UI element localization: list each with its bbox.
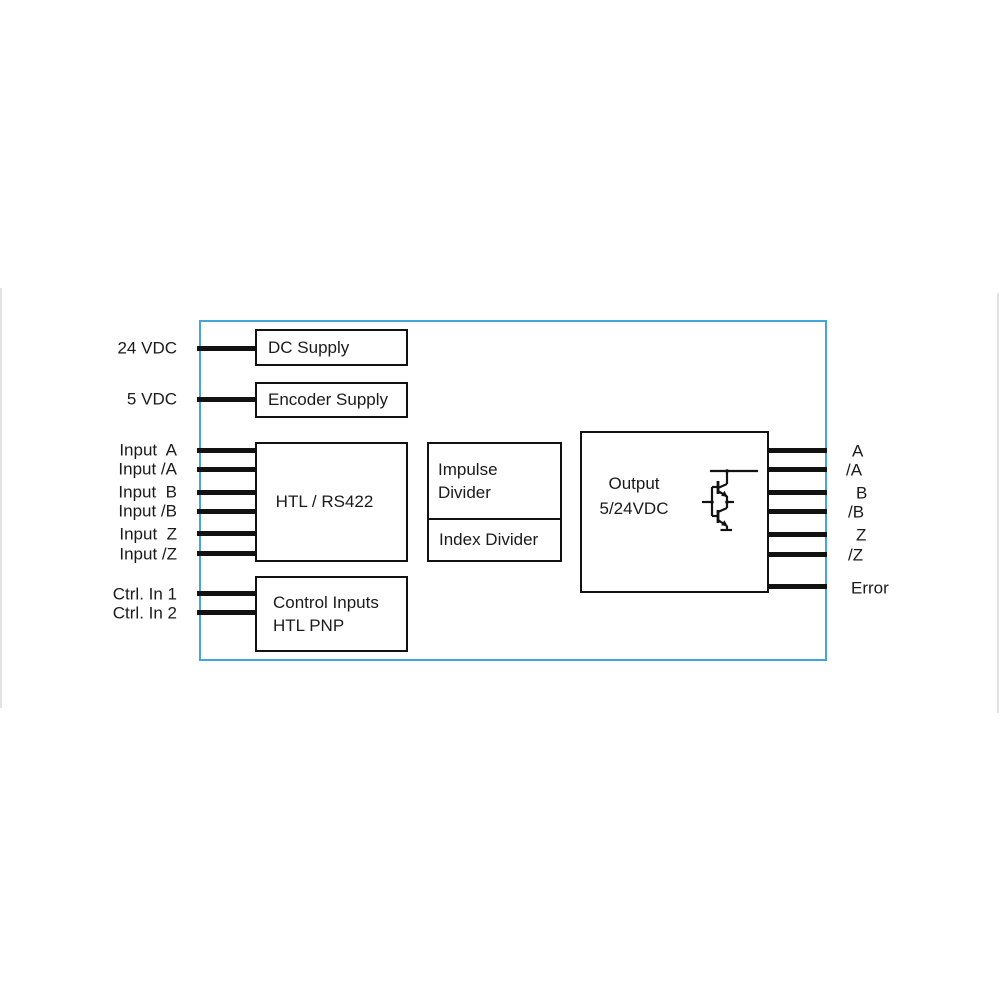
image-edge-artifact-left [0,288,2,708]
wire-input-not-z [197,551,255,556]
output-stage-label-line1: Output [608,474,660,493]
pin-label-input-a: Input A [119,440,177,460]
dc-supply-label: DC Supply [268,337,350,357]
output-stage-block [580,431,769,593]
pin-label-input-b: Input B [118,482,177,502]
pin-label-input-z: Input Z [119,524,177,544]
wire-out-not-z [769,552,827,557]
pin-label-error: Error [851,578,889,598]
pin-label-ctrl-in-1: Ctrl. In 1 [112,584,177,604]
wire-out-not-b [769,509,827,514]
pin-label-out-b: B [856,483,868,503]
dc-supply-block: DC Supply [255,329,408,366]
wire-out-z [769,532,827,537]
control-inputs-label-line2: HTL PNP [273,616,345,635]
control-inputs-label-line1: Control Inputs [273,593,379,612]
image-edge-artifact-right [997,293,999,713]
wire-ctrl-in-2 [197,610,255,615]
pin-label-out-a: A [852,441,864,461]
wire-out-a [769,448,827,453]
pin-label-ctrl-in-2: Ctrl. In 2 [112,603,177,623]
wire-input-b [197,490,255,495]
signal-converter-label: HTL / RS422 [275,492,374,511]
pin-label-24vdc: 24 VDC [117,338,177,358]
encoder-supply-block: Encoder Supply [255,382,408,418]
pin-label-out-not-b: /B [848,502,865,522]
pin-label-out-not-z: /Z [848,545,864,565]
pin-label-input-not-a: Input /A [118,459,177,479]
signal-converter-block: HTL / RS422 [255,442,408,562]
index-divider-label: Index Divider [439,530,539,549]
wire-24vdc [197,346,255,351]
divider-blocks: Impulse Divider Index Divider [427,442,562,562]
pin-label-5vdc: 5 VDC [126,389,177,409]
output-stage-label-line2: 5/24VDC [599,499,669,518]
wire-input-not-a [197,467,255,472]
pin-label-out-z: Z [856,525,867,545]
wire-input-a [197,448,255,453]
control-inputs-block: Control Inputs HTL PNP [255,576,408,652]
impulse-divider-label-line2: Divider [438,483,491,502]
wire-input-z [197,531,255,536]
wire-5vdc [197,397,255,402]
encoder-supply-label: Encoder Supply [268,390,389,409]
wire-out-not-a [769,467,827,472]
impulse-divider-block: Impulse Divider [429,444,560,518]
wire-ctrl-in-1 [197,591,255,596]
wire-error [769,584,827,589]
impulse-divider-label-line1: Impulse [438,460,498,479]
pin-label-out-not-a: /A [846,460,863,480]
wire-input-not-b [197,509,255,514]
wire-out-b [769,490,827,495]
index-divider-block: Index Divider [429,518,560,560]
output-stage-label: Output 5/24VDC [588,471,680,521]
pin-label-input-not-z: Input /Z [119,544,177,564]
push-pull-transistor-icon [702,469,758,532]
pin-label-input-not-b: Input /B [118,501,177,521]
